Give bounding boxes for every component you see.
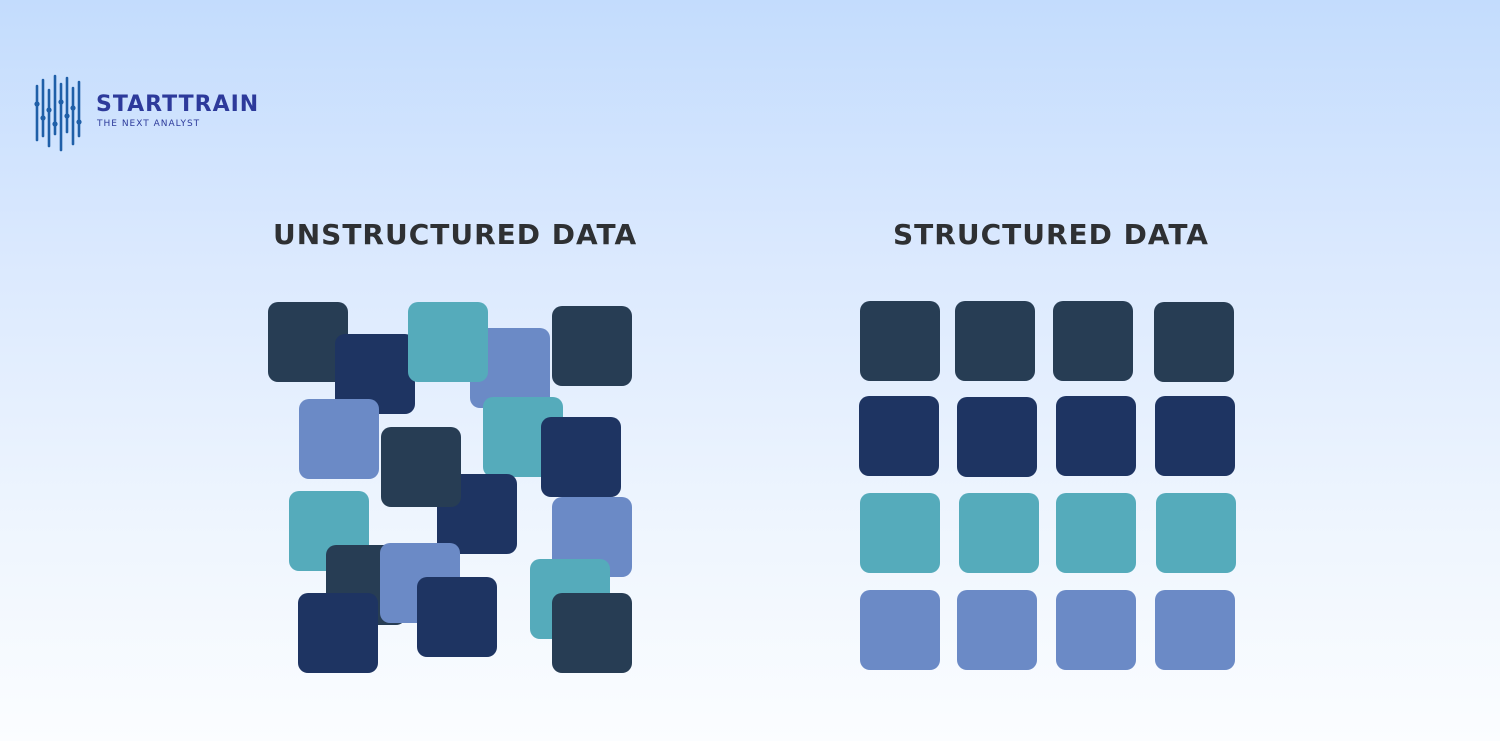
- data-tile: [268, 302, 348, 382]
- brand-tagline: THE NEXT ANALYST: [97, 119, 201, 129]
- data-tile: [381, 427, 461, 507]
- data-tile: [1154, 302, 1234, 382]
- data-tile: [860, 301, 940, 381]
- data-tile: [959, 493, 1039, 573]
- data-tile: [1053, 301, 1133, 381]
- starttrain-logo: STARTTRAIN THE NEXT ANALYST: [34, 74, 294, 154]
- data-tile: [408, 302, 488, 382]
- brand-name: STARTTRAIN: [96, 92, 260, 117]
- data-tile: [1155, 590, 1235, 670]
- data-tile: [1056, 590, 1136, 670]
- logo-bars-icon: [34, 74, 82, 152]
- data-tile: [298, 593, 378, 673]
- data-tile: [299, 399, 379, 479]
- data-tile: [1156, 493, 1236, 573]
- data-tile: [541, 417, 621, 497]
- data-tile: [1056, 396, 1136, 476]
- data-tile: [957, 397, 1037, 477]
- data-tile: [955, 301, 1035, 381]
- data-tile: [859, 396, 939, 476]
- data-tile: [1056, 493, 1136, 573]
- data-tile: [860, 493, 940, 573]
- data-tile: [1155, 396, 1235, 476]
- unstructured-data-heading: UNSTRUCTURED DATA: [273, 218, 638, 251]
- data-tile: [957, 590, 1037, 670]
- structured-data-heading: STRUCTURED DATA: [893, 218, 1209, 251]
- data-tile: [417, 577, 497, 657]
- data-tile: [860, 590, 940, 670]
- data-tile: [552, 593, 632, 673]
- data-tile: [552, 306, 632, 386]
